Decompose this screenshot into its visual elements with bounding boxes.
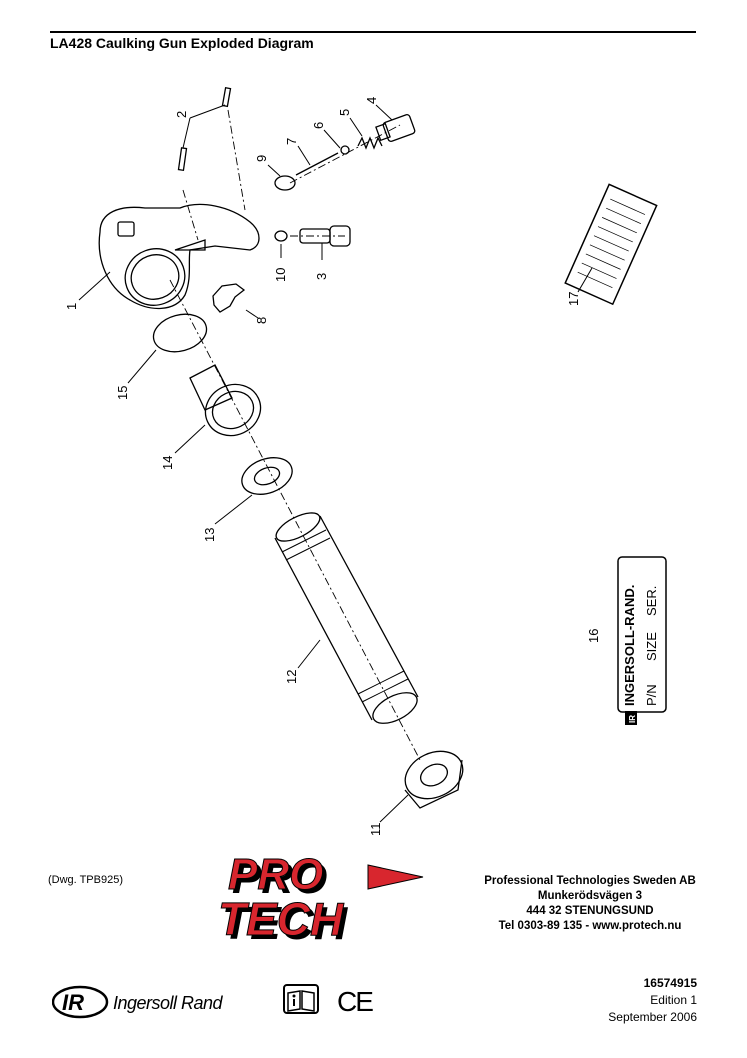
callout-7: 7 bbox=[284, 138, 299, 145]
part-15-oring bbox=[152, 313, 208, 353]
brand-mark: IR bbox=[62, 990, 84, 1015]
callout-2: 2 bbox=[174, 111, 189, 118]
callout-9: 9 bbox=[254, 155, 269, 162]
part-17-warning-label bbox=[564, 183, 658, 306]
logo-arrow bbox=[367, 864, 424, 890]
ingersoll-rand-logo: IR bbox=[52, 985, 109, 1019]
nameplate-brand: INGERSOLL-RAND. bbox=[622, 585, 637, 706]
part-12-tube bbox=[274, 512, 419, 724]
callout-6: 6 bbox=[311, 122, 326, 129]
page-title: LA428 Caulking Gun Exploded Diagram bbox=[50, 35, 314, 51]
callout-16: 16 bbox=[586, 629, 601, 643]
protech-logo: PRO PRO TECH TECH bbox=[218, 851, 424, 943]
part-2-pins bbox=[177, 87, 232, 172]
part-16-nameplate bbox=[617, 556, 667, 713]
nameplate-mark: IR bbox=[628, 715, 637, 723]
callout-4: 4 bbox=[364, 97, 379, 104]
part-8-latch bbox=[212, 283, 246, 313]
part-6-ball bbox=[340, 145, 350, 155]
part-7-rod bbox=[295, 152, 339, 176]
part-13-washer bbox=[241, 457, 293, 495]
part-1-body bbox=[98, 203, 260, 310]
ce-mark: CE bbox=[337, 986, 374, 1017]
company-street: Munkerödsvägen 3 bbox=[537, 890, 643, 902]
header-rule bbox=[50, 31, 696, 33]
read-manual-icon bbox=[283, 984, 319, 1014]
document-number: 16574915 bbox=[643, 976, 697, 990]
company-contact: Tel 0303-89 135 - www.protech.nu bbox=[498, 920, 682, 932]
document-date: September 2006 bbox=[608, 1010, 697, 1024]
part-4-fitting bbox=[375, 114, 416, 142]
callout-5: 5 bbox=[337, 109, 352, 116]
callout-15: 15 bbox=[115, 386, 130, 400]
logo-line1-shadow: PRO bbox=[232, 854, 327, 903]
part-3-valve bbox=[299, 225, 351, 247]
callout-8: 8 bbox=[254, 317, 269, 324]
brand-name: Ingersoll Rand bbox=[113, 993, 223, 1013]
document-info: 16574915 Edition 1 September 2006 bbox=[608, 975, 697, 1026]
part-5-spring bbox=[357, 136, 383, 150]
nameplate-text: INGERSOLL-RAND. P/N SIZE SER. IR bbox=[622, 585, 659, 725]
callout-13: 13 bbox=[202, 528, 217, 542]
nameplate-field-pn: P/N bbox=[644, 684, 659, 706]
logo-line1: PRO bbox=[228, 851, 323, 899]
callout-14: 14 bbox=[160, 456, 175, 470]
logo-line2: TECH bbox=[218, 893, 344, 943]
logo-line2-shadow: TECH bbox=[222, 897, 348, 943]
company-name: Professional Technologies Sweden AB bbox=[484, 875, 696, 887]
callout-12: 12 bbox=[284, 670, 299, 684]
nameplate-field-size: SIZE bbox=[644, 632, 659, 661]
company-city: 444 32 STENUNGSUND bbox=[526, 905, 654, 917]
part-9-washer bbox=[274, 175, 296, 191]
company-address: Professional Technologies Sweden AB Munk… bbox=[470, 874, 710, 934]
callout-11: 11 bbox=[368, 823, 383, 837]
part-14-collar bbox=[189, 364, 262, 437]
callout-10: 10 bbox=[273, 268, 288, 282]
callout-3: 3 bbox=[314, 273, 329, 280]
drawing-reference: (Dwg. TPB925) bbox=[48, 874, 123, 886]
nameplate-field-ser: SER. bbox=[644, 586, 659, 616]
part-10-oring bbox=[274, 230, 288, 242]
callout-17: 17 bbox=[566, 292, 581, 306]
part-11-endcap bbox=[404, 750, 464, 809]
callout-numbers: 1 2 3 4 5 6 7 8 9 10 11 12 13 14 15 16 1… bbox=[64, 97, 601, 836]
document-edition: Edition 1 bbox=[650, 993, 697, 1007]
callout-1: 1 bbox=[64, 303, 79, 310]
